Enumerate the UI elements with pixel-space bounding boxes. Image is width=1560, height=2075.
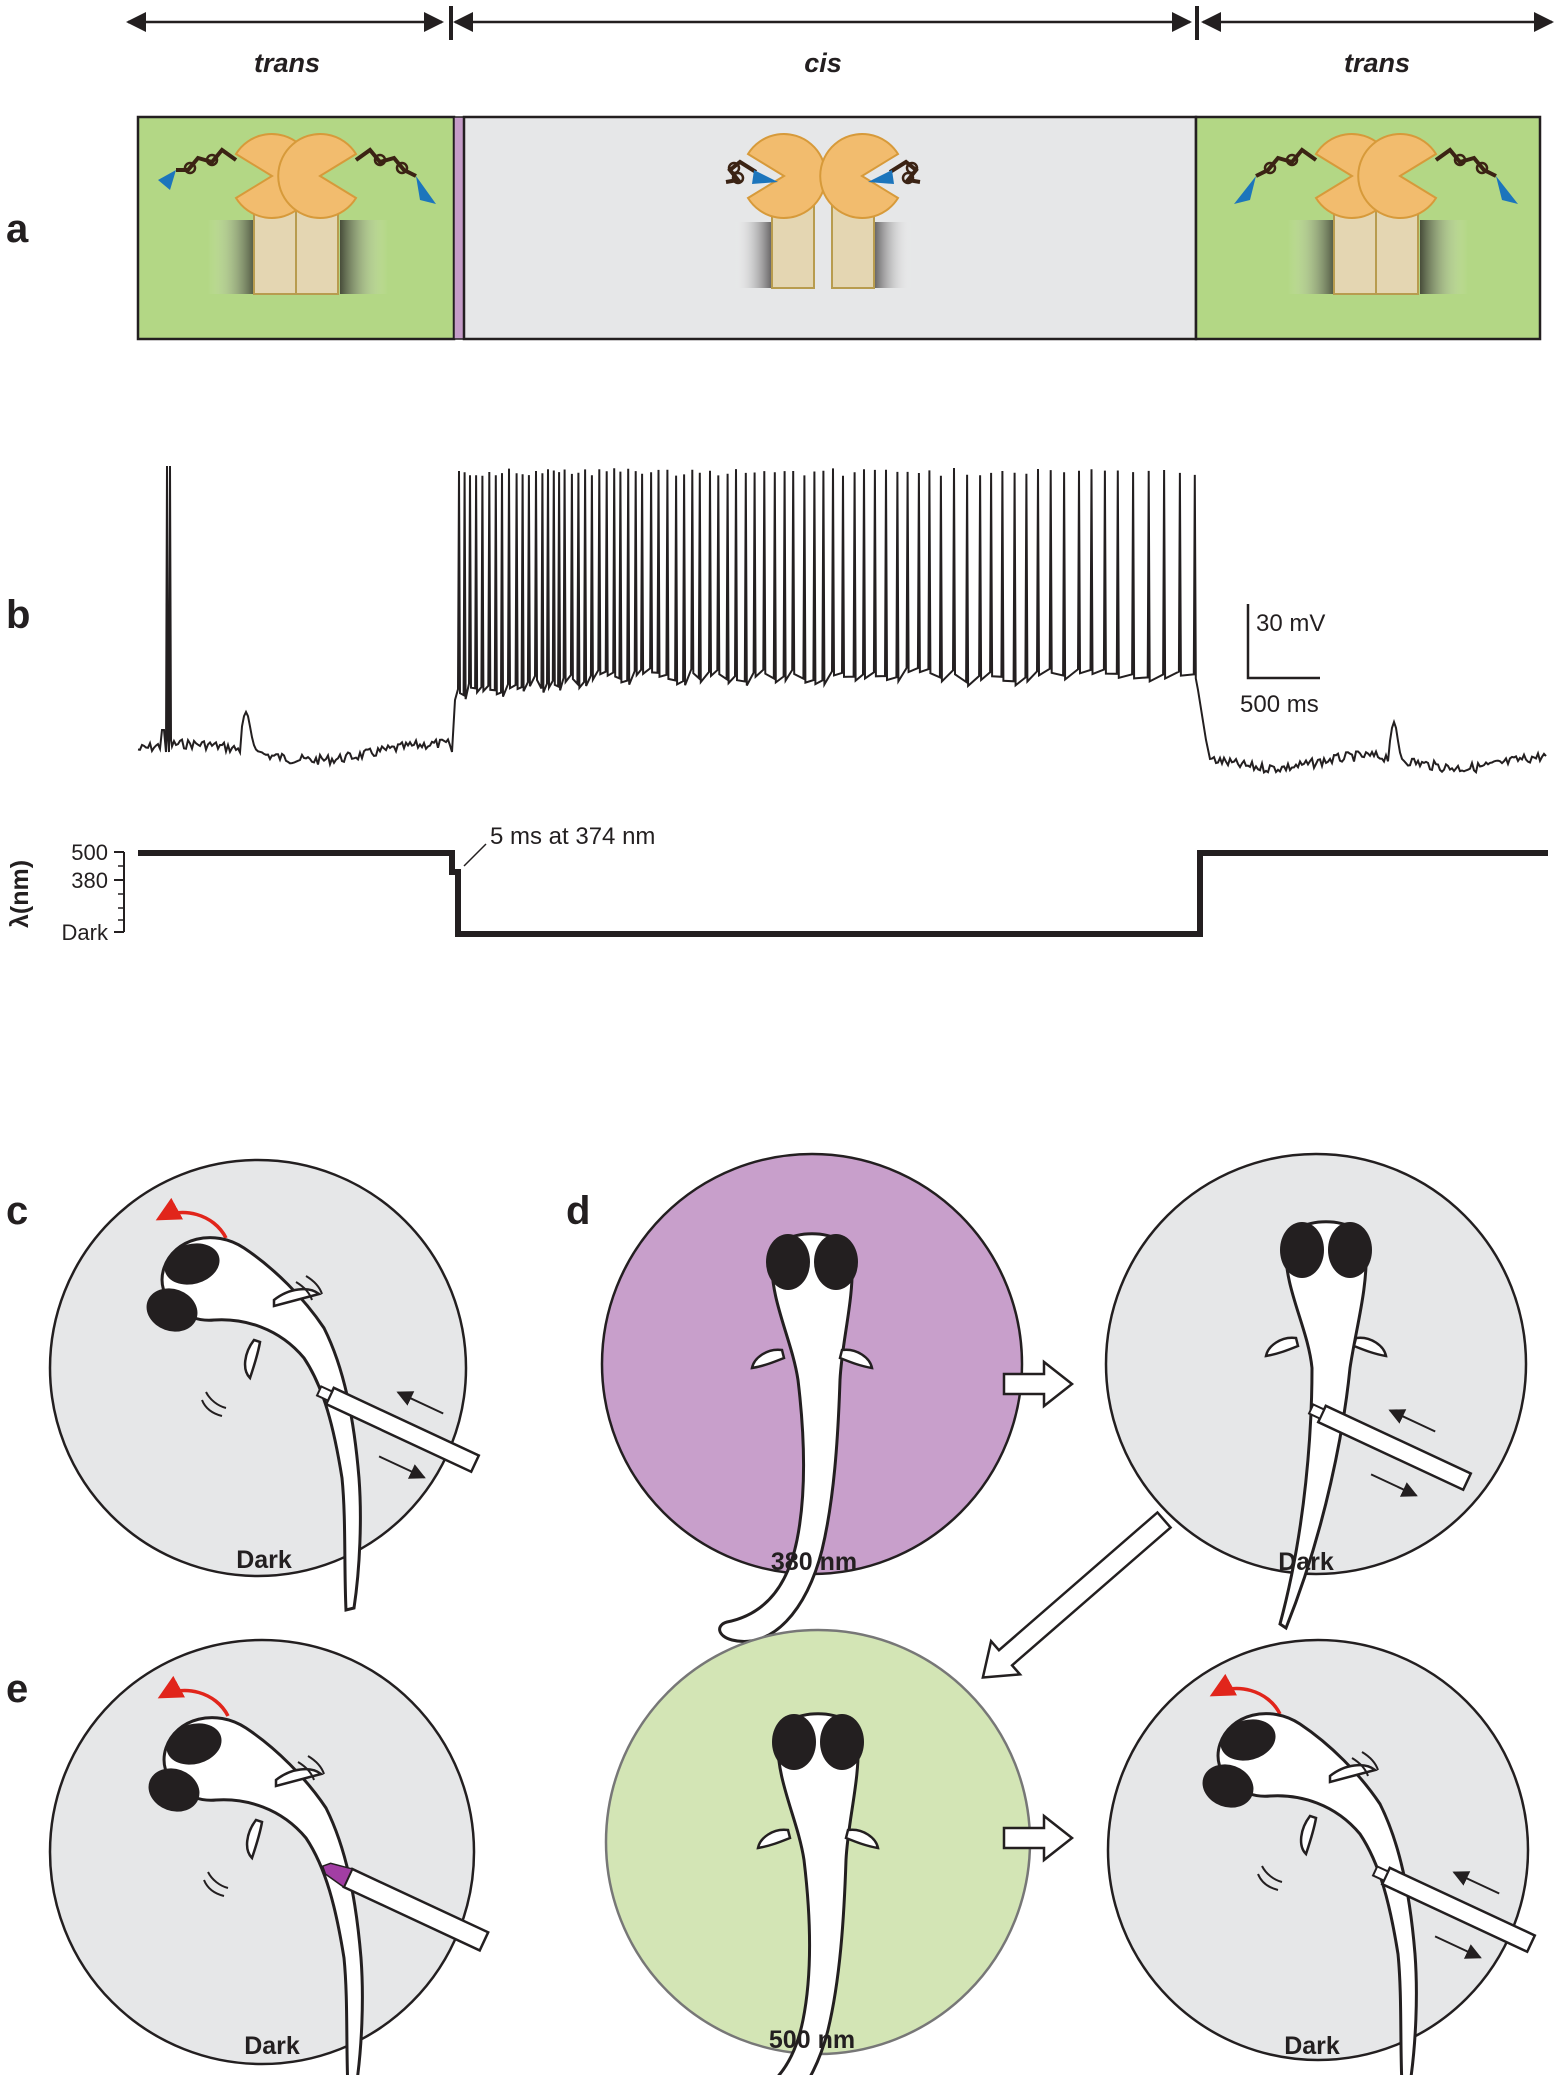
wavelength-tick-500: 500 <box>71 840 108 865</box>
uv-pulse-annotation: 5 ms at 374 nm <box>490 823 655 850</box>
state-label-trans-left: trans <box>254 48 320 78</box>
panel-a-schematic <box>136 115 1542 341</box>
wavelength-axis <box>114 851 125 933</box>
condition-label-e: Dark <box>244 2032 300 2060</box>
dish-d-dark-escape <box>1106 1638 1545 2075</box>
condition-label-c: Dark <box>236 1546 292 1574</box>
scale-bar-time-label: 500 ms <box>1240 691 1319 718</box>
dish-d-dark <box>1104 1152 1528 1630</box>
panel-letter-e: e <box>6 1667 28 1711</box>
dish-c <box>48 1158 489 1612</box>
panel-letter-c: c <box>6 1189 28 1233</box>
condition-label-d-500nm: 500 nm <box>769 2026 855 2054</box>
state-label-trans-right: trans <box>1344 48 1410 78</box>
wavelength-tick-380: 380 <box>71 868 108 893</box>
state-arrows <box>126 6 1554 40</box>
wavelength-tick-dark: Dark <box>62 920 109 945</box>
dish-d-380nm <box>600 1152 1024 1644</box>
uv-pulse-strip <box>453 116 465 340</box>
light-fiber-e <box>321 1862 490 1953</box>
light-protocol-trace <box>138 850 1548 937</box>
panel-letter-a: a <box>6 207 29 251</box>
dish-e <box>48 1638 490 2075</box>
panel-letter-d: d <box>566 1189 590 1233</box>
scale-bar-voltage-label: 30 mV <box>1256 610 1325 637</box>
wavelength-axis-label: λ(nm) <box>6 860 34 928</box>
cis-region <box>462 115 1198 341</box>
channel-open-cis <box>725 133 921 289</box>
dish-d-500nm <box>604 1628 1032 2075</box>
channel-closed-right <box>1234 133 1518 295</box>
membrane-potential-trace <box>137 465 1547 775</box>
condition-label-d-dark-escape: Dark <box>1284 2032 1340 2060</box>
state-label-cis: cis <box>804 48 842 78</box>
flow-arrow-d-2 <box>981 1510 1173 1679</box>
panel-letter-b: b <box>6 593 30 637</box>
scale-bar <box>1246 604 1320 680</box>
condition-label-d-380nm: 380 nm <box>771 1548 857 1576</box>
condition-label-d-dark: Dark <box>1278 1548 1334 1576</box>
channel-closed-left <box>158 133 436 295</box>
